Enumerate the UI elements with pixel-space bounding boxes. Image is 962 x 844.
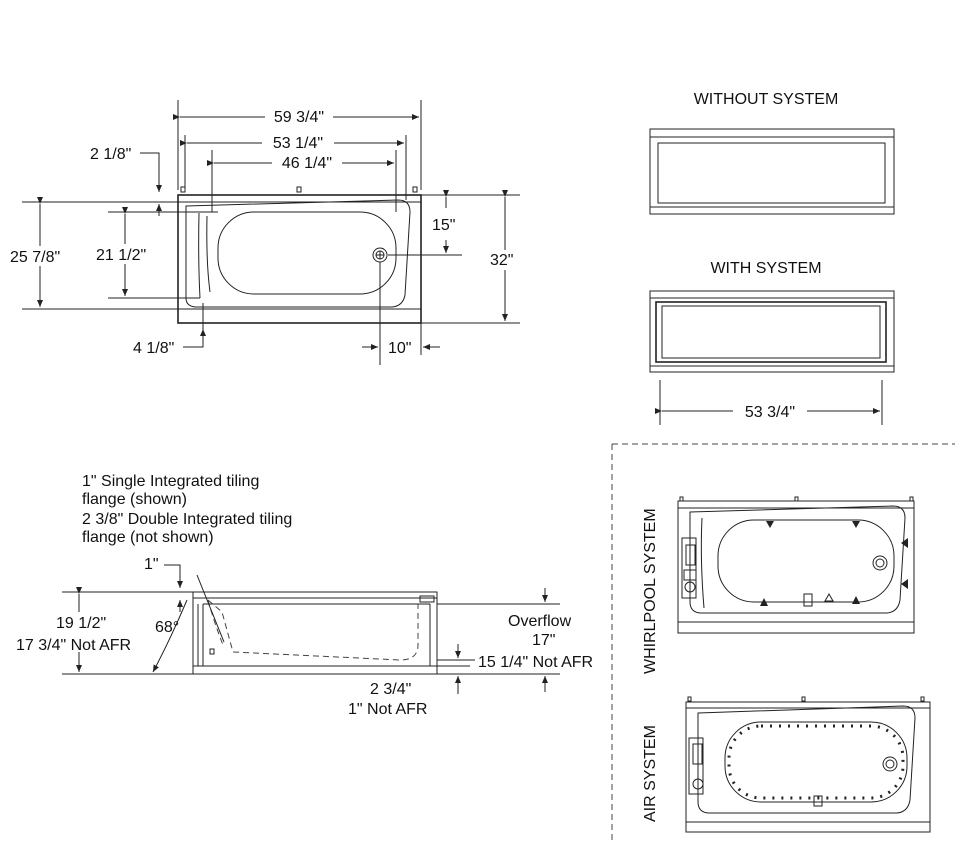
dim-apron-not-afr: 1" Not AFR bbox=[348, 701, 427, 718]
plan-basin bbox=[217, 211, 397, 295]
label-whirlpool-system: WHIRLPOOL SYSTEM bbox=[642, 508, 659, 674]
jet-icon bbox=[901, 579, 908, 589]
title-without-system: WITHOUT SYSTEM bbox=[694, 91, 839, 108]
air-jets-ring bbox=[727, 724, 905, 800]
section-outline bbox=[192, 591, 438, 675]
note-line-3: 2 3/8" Double Integrated tiling bbox=[82, 511, 292, 528]
dim-height-not-afr: 17 3/4" Not AFR bbox=[16, 637, 131, 654]
dim-drain-offset-h: 10" bbox=[388, 340, 411, 357]
whirlpool-pump bbox=[681, 537, 697, 599]
plan-rim bbox=[185, 199, 411, 308]
title-with-system: WITH SYSTEM bbox=[710, 260, 821, 277]
dim-width: 32" bbox=[490, 252, 513, 269]
dim-height: 19 1/2" bbox=[56, 615, 106, 632]
dim-overflow-value: 17" bbox=[532, 632, 555, 649]
suction-icon bbox=[824, 592, 834, 602]
elevation-without-system: WITHOUT SYSTEM bbox=[649, 91, 895, 215]
dim-basin-width: 21 1/2" bbox=[96, 247, 146, 264]
drain-fitting-icon bbox=[803, 593, 813, 607]
dim-overall-length: 59 3/4" bbox=[274, 109, 324, 126]
plan-outline bbox=[177, 194, 422, 324]
plan-view: 59 3/4" 53 1/4" 46 1/4" 2 1/8" 25 7/8" 2… bbox=[8, 100, 522, 365]
section-interior bbox=[207, 599, 419, 661]
dim-apron-value: 2 3/4" bbox=[370, 681, 411, 698]
dim-angle: 68° bbox=[155, 619, 179, 636]
note-line-4: flange (not shown) bbox=[82, 529, 214, 546]
note-line-2: flange (shown) bbox=[82, 491, 187, 508]
dim-bottom-offset: 4 1/8" bbox=[133, 340, 174, 357]
jet-icon bbox=[852, 596, 860, 604]
jet-icon bbox=[901, 538, 908, 548]
dim-outer-width: 25 7/8" bbox=[10, 249, 60, 266]
jet-icon bbox=[766, 521, 774, 528]
air-blower bbox=[688, 737, 704, 795]
dim-basin-length: 46 1/4" bbox=[282, 155, 332, 172]
jet-icon bbox=[852, 521, 860, 528]
jet-icon bbox=[760, 598, 768, 606]
dim-drain-offset-v: 15" bbox=[432, 217, 455, 234]
note-line-1: 1" Single Integrated tiling bbox=[82, 473, 259, 490]
elevation-with-system: WITH SYSTEM 53 3/4" bbox=[649, 260, 895, 425]
label-air-system: AIR SYSTEM bbox=[642, 725, 659, 822]
dim-flange-offset: 2 1/8" bbox=[90, 146, 131, 163]
dim-overflow-label: Overflow bbox=[508, 613, 572, 630]
section-view: 1" Single Integrated tiling flange (show… bbox=[16, 473, 593, 718]
system-panel: WHIRLPOOL SYSTEM AIR SYSTEM bbox=[611, 443, 955, 844]
dim-flange: 1" bbox=[144, 556, 159, 573]
air-outline bbox=[685, 701, 931, 833]
dim-system-length: 53 3/4" bbox=[745, 404, 795, 421]
dim-overflow-not-afr: 15 1/4" Not AFR bbox=[478, 654, 593, 671]
dim-inner-length: 53 1/4" bbox=[273, 135, 323, 152]
